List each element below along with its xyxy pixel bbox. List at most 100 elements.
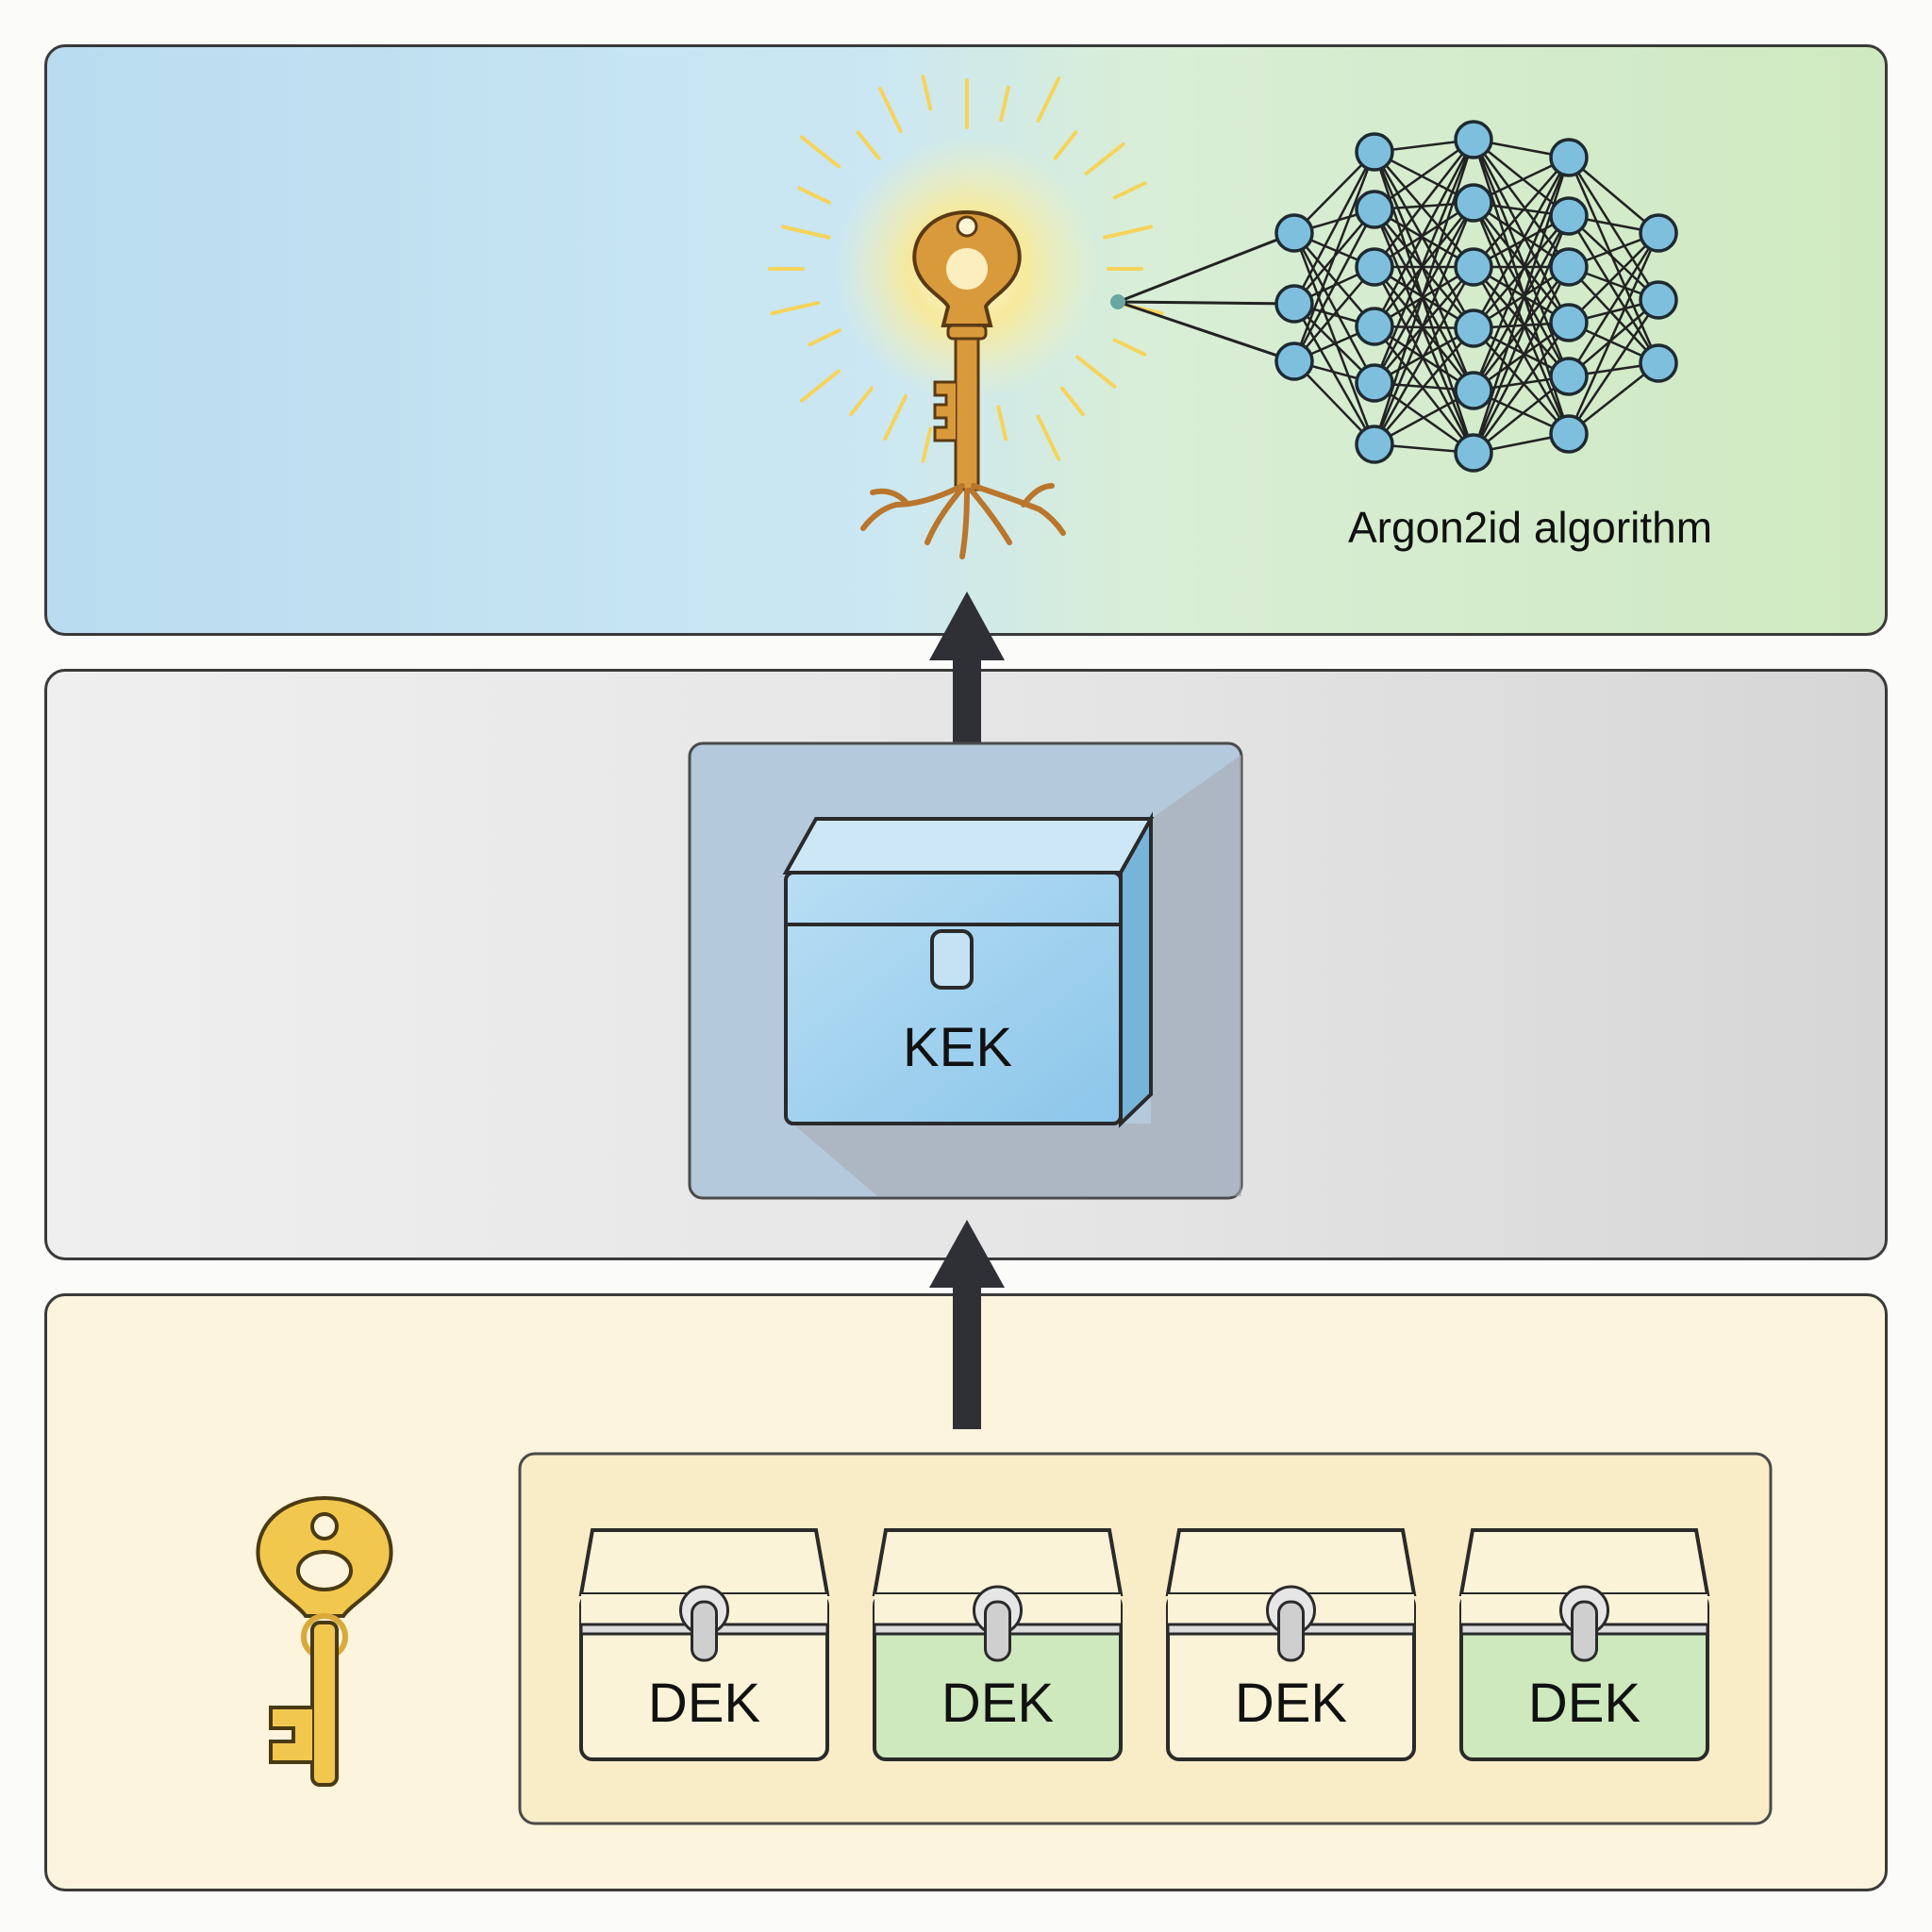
glow-ray bbox=[797, 186, 832, 205]
network-edge bbox=[1472, 215, 1571, 454]
glow-ray bbox=[1075, 355, 1117, 389]
glow-ray bbox=[999, 85, 1010, 123]
kek-label: KEK bbox=[903, 1017, 1012, 1078]
network-edge bbox=[1473, 157, 1570, 268]
key-icon bbox=[256, 1495, 393, 1787]
network-edge bbox=[1374, 266, 1474, 391]
network-edge bbox=[1473, 327, 1570, 435]
network-node bbox=[1274, 341, 1314, 381]
network-edge bbox=[1472, 139, 1571, 324]
network-edge bbox=[1373, 139, 1475, 327]
network-edge bbox=[1473, 375, 1570, 454]
network-edge bbox=[1567, 157, 1660, 364]
dek-label: DEK bbox=[1235, 1673, 1348, 1734]
network-edge bbox=[1373, 208, 1475, 391]
glow-ray bbox=[799, 135, 841, 169]
glow-ray bbox=[808, 328, 841, 347]
lock-clasp-icon bbox=[691, 1600, 718, 1662]
algorithm-label: Argon2id algorithm bbox=[1348, 503, 1712, 552]
network-node bbox=[1454, 183, 1493, 223]
lock-clasp-icon bbox=[1571, 1600, 1598, 1662]
network-edge bbox=[1117, 231, 1295, 304]
network-edge bbox=[1472, 202, 1571, 377]
glow-ray bbox=[883, 394, 908, 441]
network-node bbox=[1355, 132, 1394, 172]
network-edge bbox=[1568, 299, 1659, 377]
glow-ray bbox=[856, 130, 881, 160]
network-node bbox=[1549, 138, 1589, 177]
glow-ray bbox=[770, 301, 821, 316]
dek-label: DEK bbox=[941, 1673, 1055, 1734]
dek-label: DEK bbox=[1528, 1673, 1641, 1734]
network-edge bbox=[1373, 266, 1475, 454]
network-edge bbox=[1567, 157, 1660, 301]
network-edge bbox=[1292, 208, 1376, 362]
network-edge bbox=[1292, 151, 1376, 305]
network-edge bbox=[1373, 266, 1475, 445]
network-node bbox=[1639, 213, 1678, 253]
network-edge bbox=[1374, 325, 1474, 392]
network-node bbox=[1549, 357, 1589, 396]
glow-ray bbox=[781, 225, 831, 240]
network-edge bbox=[1292, 232, 1376, 384]
lock-clasp-icon bbox=[1277, 1600, 1305, 1662]
neural-network-icon bbox=[1110, 120, 1678, 473]
network-edge bbox=[1472, 157, 1571, 329]
network-node bbox=[1639, 343, 1678, 383]
dek-box: DEK bbox=[1458, 1528, 1710, 1761]
network-edge bbox=[1374, 327, 1474, 445]
network-input-point bbox=[1110, 294, 1125, 309]
network-node bbox=[1454, 120, 1493, 159]
glow-ray bbox=[1060, 386, 1085, 417]
network-edge bbox=[1472, 322, 1571, 454]
glow-ray bbox=[1112, 338, 1147, 357]
glow-ray bbox=[1036, 76, 1061, 124]
glow-ray bbox=[921, 75, 933, 111]
network-node bbox=[1454, 371, 1493, 410]
network-edge bbox=[1374, 208, 1474, 329]
network-edge bbox=[1374, 325, 1474, 454]
network-edge bbox=[1374, 202, 1474, 327]
network-edge bbox=[1374, 151, 1474, 268]
network-node bbox=[1549, 303, 1589, 342]
glow-ray bbox=[996, 405, 1008, 441]
network-edge bbox=[1472, 202, 1571, 435]
network-node bbox=[1639, 280, 1678, 320]
dek-box: DEK bbox=[1165, 1528, 1417, 1761]
network-node bbox=[1549, 247, 1589, 287]
network-edge bbox=[1472, 266, 1571, 435]
network-edge bbox=[1567, 232, 1660, 377]
dek-box: DEK bbox=[578, 1528, 830, 1761]
network-node bbox=[1454, 308, 1493, 348]
network-node bbox=[1355, 363, 1394, 403]
network-edge bbox=[1568, 215, 1659, 301]
network-edge bbox=[1292, 232, 1376, 445]
network-edge bbox=[1293, 232, 1375, 327]
arrow-up-icon bbox=[929, 1220, 1005, 1429]
network-edge bbox=[1373, 139, 1475, 445]
network-edge bbox=[1374, 138, 1474, 211]
network-edge bbox=[1373, 208, 1475, 454]
network-node bbox=[1355, 247, 1394, 287]
glow-ray bbox=[849, 386, 874, 417]
network-edge bbox=[1472, 266, 1571, 454]
network-edge bbox=[1117, 300, 1295, 306]
network-edge bbox=[1473, 266, 1570, 391]
network-node bbox=[1454, 247, 1493, 287]
network-edge bbox=[1373, 202, 1475, 445]
network-edge bbox=[1568, 266, 1659, 364]
network-node bbox=[1454, 433, 1493, 473]
glow-ray bbox=[878, 86, 903, 134]
network-edge bbox=[1373, 151, 1475, 391]
network-edge bbox=[1117, 300, 1295, 363]
glow-ray bbox=[1084, 142, 1125, 175]
glow-ray bbox=[1112, 181, 1147, 200]
network-edge bbox=[1567, 232, 1660, 435]
kek-box-icon bbox=[782, 811, 1155, 1128]
network-edge bbox=[1293, 266, 1375, 362]
glow-ray bbox=[1053, 130, 1078, 160]
network-edge bbox=[1567, 215, 1660, 364]
network-edge bbox=[1472, 157, 1571, 391]
glow-ray bbox=[1103, 225, 1153, 240]
